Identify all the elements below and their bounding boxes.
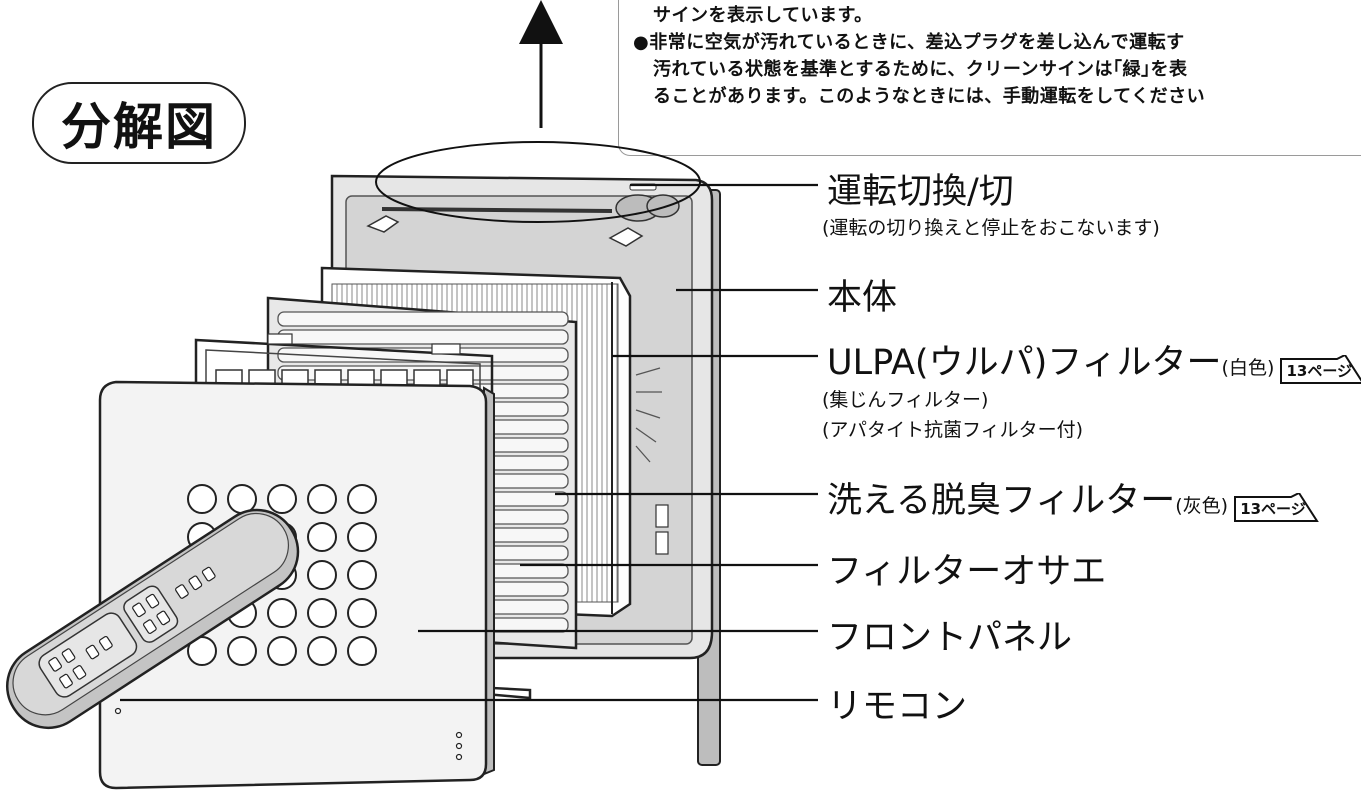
- panel-hole: [347, 636, 377, 666]
- panel-hole: [227, 484, 257, 514]
- page-ref-text-deodor: 13ページ: [1240, 499, 1306, 518]
- panel-hole: [347, 484, 377, 514]
- note-line-4: ることがあります。このようなときには、手動運転をしてください: [653, 86, 1206, 107]
- note-line-1: サインを表示しています。: [653, 5, 873, 26]
- panel-hole: [267, 598, 297, 628]
- label-ulpa-color: (白色): [1221, 357, 1275, 379]
- panel-hole: [307, 522, 337, 552]
- diagram-title: 分解図: [32, 82, 246, 164]
- page-ref-icon: [1280, 354, 1361, 384]
- panel-hole: [307, 598, 337, 628]
- panel-hole: [187, 484, 217, 514]
- panel-hole: [267, 484, 297, 514]
- filter-slat: [277, 311, 569, 327]
- panel-hole: [347, 522, 377, 552]
- filter-slat: [277, 347, 569, 363]
- label-body: 本体: [827, 278, 898, 318]
- panel-hole: [267, 636, 297, 666]
- note-box: サインを表示しています。 ●非常に空気が汚れているときに、差込プラグを差し込んで…: [618, 0, 1361, 156]
- label-deodor-color: (灰色): [1175, 495, 1229, 517]
- label-deodor-row: 洗える脱臭フィルター(灰色) 13ページ: [827, 472, 1320, 523]
- label-ulpa-row: ULPA(ウルパ)フィルター(白色) 13ページ: [827, 334, 1361, 385]
- panel-hole: [227, 636, 257, 666]
- filter-slat: [277, 329, 569, 345]
- page-ref-badge-ulpa[interactable]: 13ページ: [1279, 354, 1361, 385]
- note-line-3: 汚れている状態を基準とするために、クリーンサインは｢緑｣を表: [653, 59, 1188, 80]
- label-presser: フィルターオサエ: [827, 552, 1107, 592]
- label-deodor: 洗える脱臭フィルター: [827, 481, 1176, 521]
- note-line-2: ●非常に空気が汚れているときに、差込プラグを差し込んで運転す: [633, 32, 1185, 53]
- top-highlight-ellipse: [375, 141, 701, 223]
- label-front: フロントパネル: [827, 618, 1073, 658]
- diagram-title-text: 分解図: [61, 98, 217, 156]
- up-arrow: [519, 0, 563, 128]
- label-switch: 運転切換/切: [827, 172, 1014, 212]
- page-ref-icon: [1234, 492, 1320, 522]
- label-ulpa-note2: (アパタイト抗菌フィルター付): [822, 419, 1084, 441]
- panel-hole: [347, 560, 377, 590]
- panel-hole: [307, 484, 337, 514]
- panel-hole: [347, 598, 377, 628]
- leader-lines: [120, 183, 818, 702]
- label-ulpa-note1: (集じんフィルター): [822, 389, 989, 411]
- label-ulpa: ULPA(ウルパ)フィルター: [827, 343, 1222, 383]
- panel-hole: [307, 636, 337, 666]
- label-switch-note: (運転の切り換えと停止をおこないます): [822, 217, 1160, 239]
- panel-hole: [307, 560, 337, 590]
- remote-control: [5, 508, 300, 730]
- page-ref-badge-deodor[interactable]: 13ページ: [1233, 492, 1320, 523]
- page-ref-text-ulpa: 13ページ: [1286, 361, 1353, 380]
- label-remote: リモコン: [827, 687, 968, 727]
